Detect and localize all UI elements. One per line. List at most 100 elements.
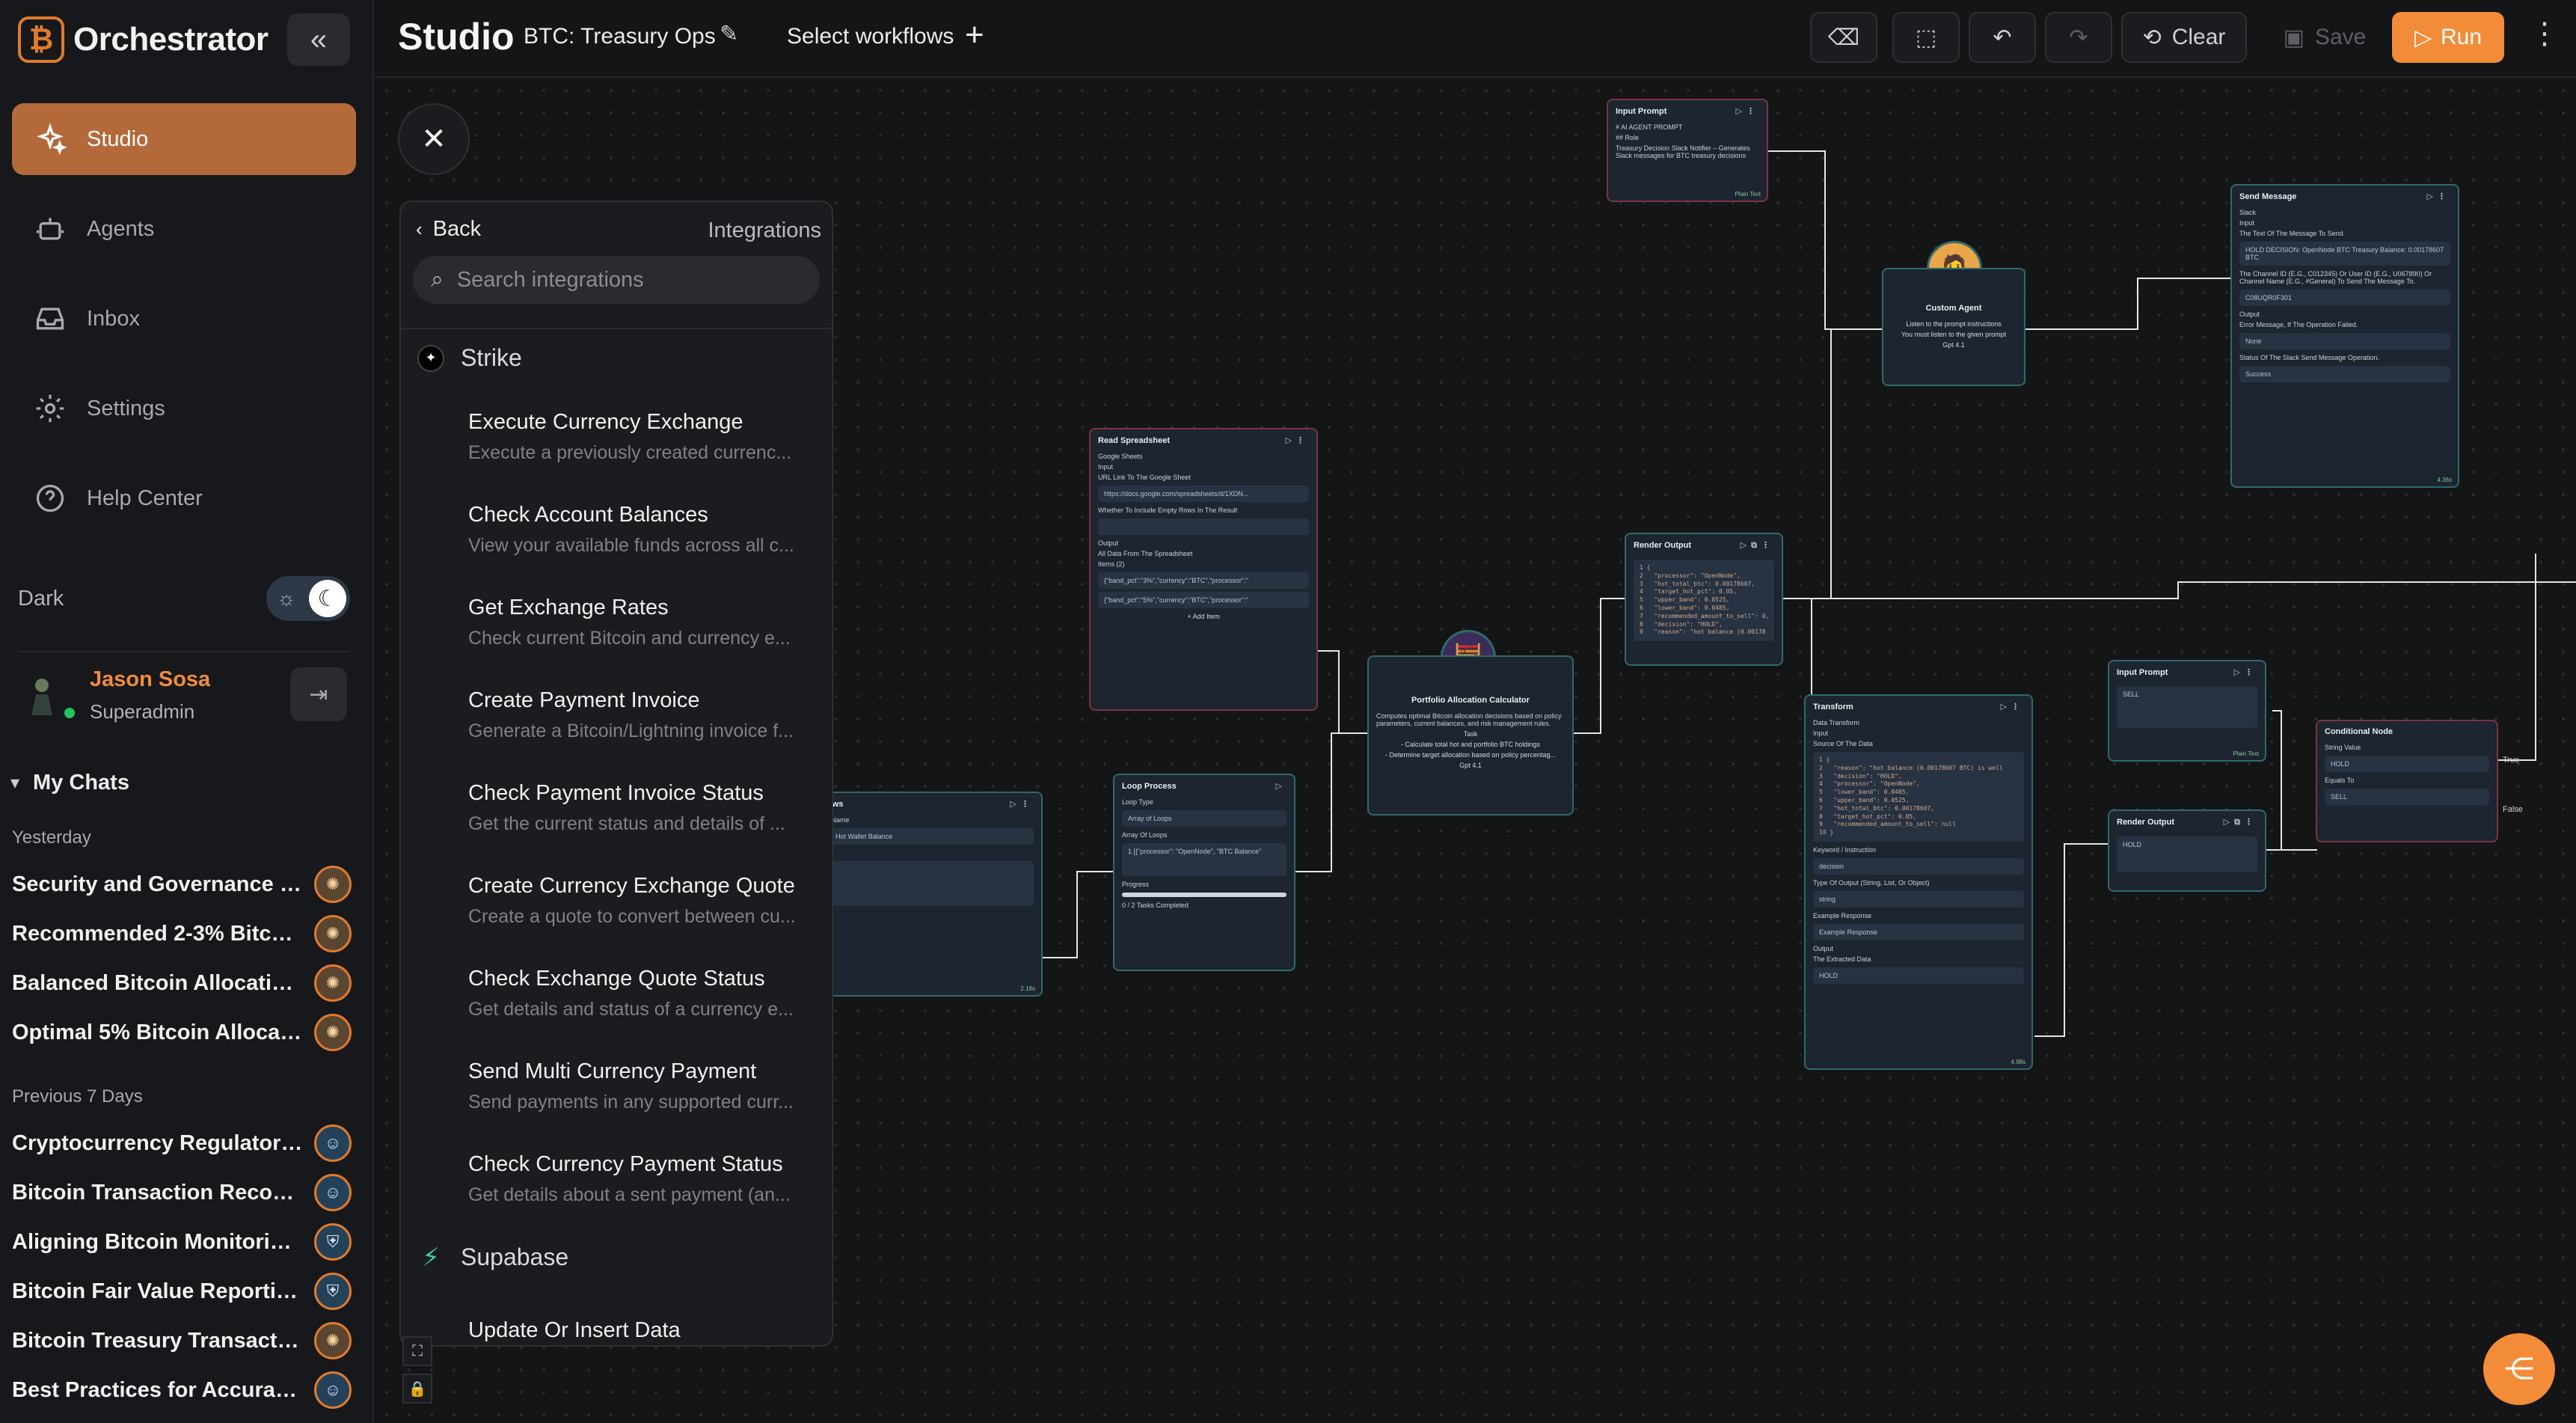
close-panel-button[interactable]: ✕ — [398, 103, 470, 175]
node-actions-icon[interactable]: ▷⋮ — [2426, 192, 2450, 201]
node-send-message[interactable]: Send Message▷⋮ Slack Input The Text Of T… — [2230, 184, 2459, 488]
chat-group-label: Yesterday — [12, 827, 91, 848]
string-value-field[interactable]: HOLD — [2325, 756, 2489, 772]
output-type-field[interactable]: string — [1813, 890, 2024, 908]
node-actions-icon[interactable]: ▷⋮ — [2233, 668, 2257, 677]
input-type-tag[interactable]: Plain Text — [1735, 191, 1761, 198]
logout-icon: ⇥ — [309, 682, 328, 707]
node-subtitle: Google Sheets — [1098, 453, 1143, 460]
sidebar-item-agents[interactable]: Agents — [12, 193, 356, 265]
add-workflow-plus-icon[interactable]: + — [965, 16, 984, 53]
node-conditional[interactable]: Conditional Node String Value HOLD Equal… — [2316, 720, 2498, 842]
workflow-name-select[interactable]: Fetch All Hot Wallet Balance — [802, 828, 1034, 845]
collapse-sidebar-button[interactable]: « — [287, 13, 350, 66]
redo-button[interactable]: ↷ — [2045, 12, 2112, 63]
node-read-spreadsheet[interactable]: Read Spreadsheet▷⋮ Google Sheets Input U… — [1089, 428, 1318, 711]
category-supabase[interactable]: ⚡ Supabase — [417, 1243, 568, 1272]
integration-title: Update Or Insert Data — [468, 1318, 681, 1342]
run-button[interactable]: ▷ Run — [2392, 12, 2504, 63]
chat-item[interactable]: Optimal 5% Bitcoin Allocati...✺ — [12, 1012, 352, 1053]
chat-item[interactable]: Recommended 2-3% Bitcoi...✺ — [12, 913, 352, 955]
select-workflows-button[interactable]: Select workflows — [787, 24, 954, 49]
logout-button[interactable]: ⇥ — [290, 667, 347, 721]
agent-model[interactable]: Gpt 4.1 — [1459, 762, 1482, 769]
node-render-output[interactable]: Render Output▷⧉⋮ 1 { 2 "processor": "Ope… — [1625, 533, 1783, 666]
sidebar-item-help-center[interactable]: Help Center — [12, 462, 356, 534]
node-actions-icon[interactable]: ▷⧉⋮ — [2223, 818, 2257, 827]
node-actions-icon[interactable]: ▷⧉⋮ — [1740, 541, 1774, 550]
chat-item[interactable]: Best Practices for Accurate ...☺ — [12, 1369, 352, 1411]
prompt-text-field[interactable]: SELL — [2117, 686, 2257, 728]
run-duration: 4.98s — [2011, 1059, 2025, 1065]
share-button[interactable]: ⋲ — [2483, 1333, 2555, 1405]
workflow-name[interactable]: BTC: Treasury Ops — [524, 24, 716, 49]
user-name: Jason Sosa — [90, 667, 211, 691]
chat-item[interactable]: Bitcoin Treasury Transactio...✺ — [12, 1320, 352, 1362]
loop-type-select[interactable]: Array of Loops — [1122, 810, 1287, 827]
undo-button[interactable]: ↶ — [1969, 12, 2036, 63]
selection-button[interactable]: ⬚ — [1892, 12, 1960, 63]
node-actions-icon[interactable]: ▷⋮ — [1010, 800, 1034, 809]
message-text-field[interactable]: HOLD DECISION: OpenNode BTC Treasury Bal… — [2239, 242, 2450, 266]
sidebar-item-label: Settings — [87, 396, 165, 420]
play-icon[interactable]: ▷ — [1275, 782, 1287, 791]
agent-model[interactable]: Gpt 4.1 — [1942, 341, 1965, 349]
add-item-button[interactable]: + Add Item — [1187, 613, 1220, 620]
category-strike[interactable]: ✦ Strike — [417, 344, 522, 372]
node-input-prompt[interactable]: Input Prompt▷⋮ # AI AGENT PROMPT ## Role… — [1607, 99, 1768, 202]
chat-item[interactable]: Bitcoin Transaction Reconci...☺ — [12, 1172, 352, 1214]
node-transform[interactable]: Transform▷⋮ Data Transform Input Source … — [1804, 694, 2033, 1070]
node-actions-icon[interactable]: ▷⋮ — [1735, 107, 1759, 116]
back-button[interactable]: ‹ Back — [416, 217, 481, 242]
node-render-output[interactable]: Render Output▷⧉⋮ HOLD — [2108, 810, 2266, 892]
theme-toggle[interactable]: ☼ ☾ — [266, 576, 350, 621]
chat-item[interactable]: Balanced Bitcoin Allocation ...✺ — [12, 962, 352, 1004]
more-options-icon[interactable]: ⋮ — [2530, 17, 2560, 50]
eraser-button[interactable]: ⌫ — [1810, 12, 1877, 63]
empty-rows-field[interactable] — [1098, 518, 1309, 535]
chat-item[interactable]: Security and Governance in ...✺ — [12, 863, 352, 905]
input-type-tag[interactable]: Plain Text — [2233, 750, 2259, 757]
sheet-url-field[interactable]: https://docs.google.com/spreadsheets/d/1… — [1098, 486, 1309, 502]
example-response-field[interactable]: Example Response — [1813, 923, 2024, 940]
lock-button[interactable]: 🔒 — [402, 1374, 432, 1404]
chat-item[interactable]: Bitcoin Fair Value Reporting...⛨ — [12, 1270, 352, 1312]
sidebar-item-settings[interactable]: Settings — [12, 373, 356, 444]
save-button[interactable]: ▣ Save — [2265, 12, 2385, 63]
chat-title: Bitcoin Transaction Reconci... — [12, 1180, 304, 1205]
equals-to-field[interactable]: SELL — [2325, 789, 2489, 805]
keyword-field[interactable]: decision — [1813, 857, 2024, 875]
chat-item[interactable]: Cryptocurrency Regulatory ...☺ — [12, 1122, 352, 1164]
sidebar-item-inbox[interactable]: Inbox — [12, 283, 356, 355]
node-input-prompt[interactable]: Input Prompt▷⋮ SELL Plain Text — [2108, 660, 2266, 762]
node-actions-icon[interactable]: ▷⋮ — [2000, 703, 2024, 712]
node-actions-icon[interactable]: ▷⋮ — [1285, 436, 1309, 445]
search-input[interactable] — [456, 267, 801, 293]
chat-item[interactable]: Aligning Bitcoin Monitoring ...⛨ — [12, 1221, 352, 1263]
node-workflows[interactable]: Workflows▷⋮ Workflow Name Fetch All Hot … — [793, 792, 1043, 997]
node-loop-process[interactable]: Loop Process▷ Loop Type Array of Loops A… — [1113, 774, 1295, 971]
integration-item[interactable]: Update Or Insert Data — [468, 1318, 812, 1343]
array-of-loops-field[interactable]: 1 [{"processor": "OpenNode", "BTC Balanc… — [1122, 843, 1287, 876]
my-chats-toggle[interactable]: ▾ My Chats — [10, 771, 129, 795]
node-portfolio-allocation-calculator[interactable]: Portfolio Allocation Calculator Computes… — [1367, 655, 1574, 815]
channel-id-field[interactable]: C08UQR0F301 — [2239, 290, 2450, 306]
clear-button[interactable]: ⟲ Clear — [2121, 12, 2247, 63]
node-custom-agent[interactable]: Custom Agent Listen to the prompt instru… — [1882, 268, 2025, 386]
source-data-code[interactable]: 1 { 2 "reason": "hot balance (0.00178607… — [1813, 752, 2024, 842]
integration-title: Check Account Balances — [468, 503, 708, 527]
fit-view-button[interactable]: ⛶ — [402, 1336, 432, 1366]
edit-pencil-icon[interactable]: ✎ — [720, 22, 739, 46]
node-title: Conditional Node — [2325, 727, 2393, 736]
sidebar-item-studio[interactable]: Studio — [12, 103, 356, 175]
field-label: Source Of The Data — [1813, 740, 1873, 747]
